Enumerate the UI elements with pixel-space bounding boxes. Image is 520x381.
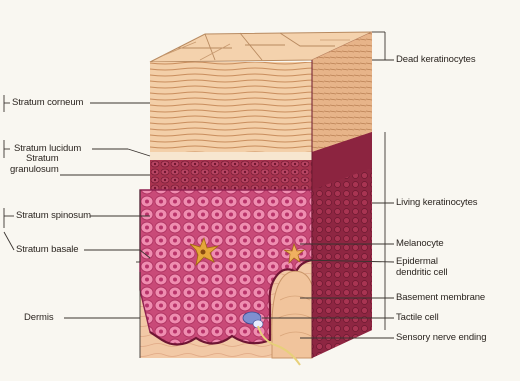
label-dermis: Dermis [24,312,53,323]
label-basement-membrane: Basement membrane [396,292,485,303]
stratum-corneum-layer [150,62,312,152]
label-epidermal-dendritic-line1: Epidermal [396,256,438,267]
label-living-keratinocytes: Living keratinocytes [396,197,477,208]
label-epidermal-dendritic-line2: dendritic cell [396,267,447,278]
label-stratum-corneum: Stratum corneum [12,97,83,108]
stratum-lucidum-layer [150,152,312,160]
stratum-granulosum-layer [150,160,312,190]
label-stratum-granulosum-line2: granulosum [10,164,59,175]
label-stratum-basale: Stratum basale [16,244,79,255]
label-dead-keratinocytes: Dead keratinocytes [396,54,476,65]
label-melanocyte: Melanocyte [396,238,444,249]
label-sensory-nerve-ending: Sensory nerve ending [396,332,486,343]
label-stratum-spinosum: Stratum spinosum [16,210,91,221]
label-tactile-cell: Tactile cell [396,312,439,323]
label-stratum-granulosum-line1: Stratum [26,153,59,164]
